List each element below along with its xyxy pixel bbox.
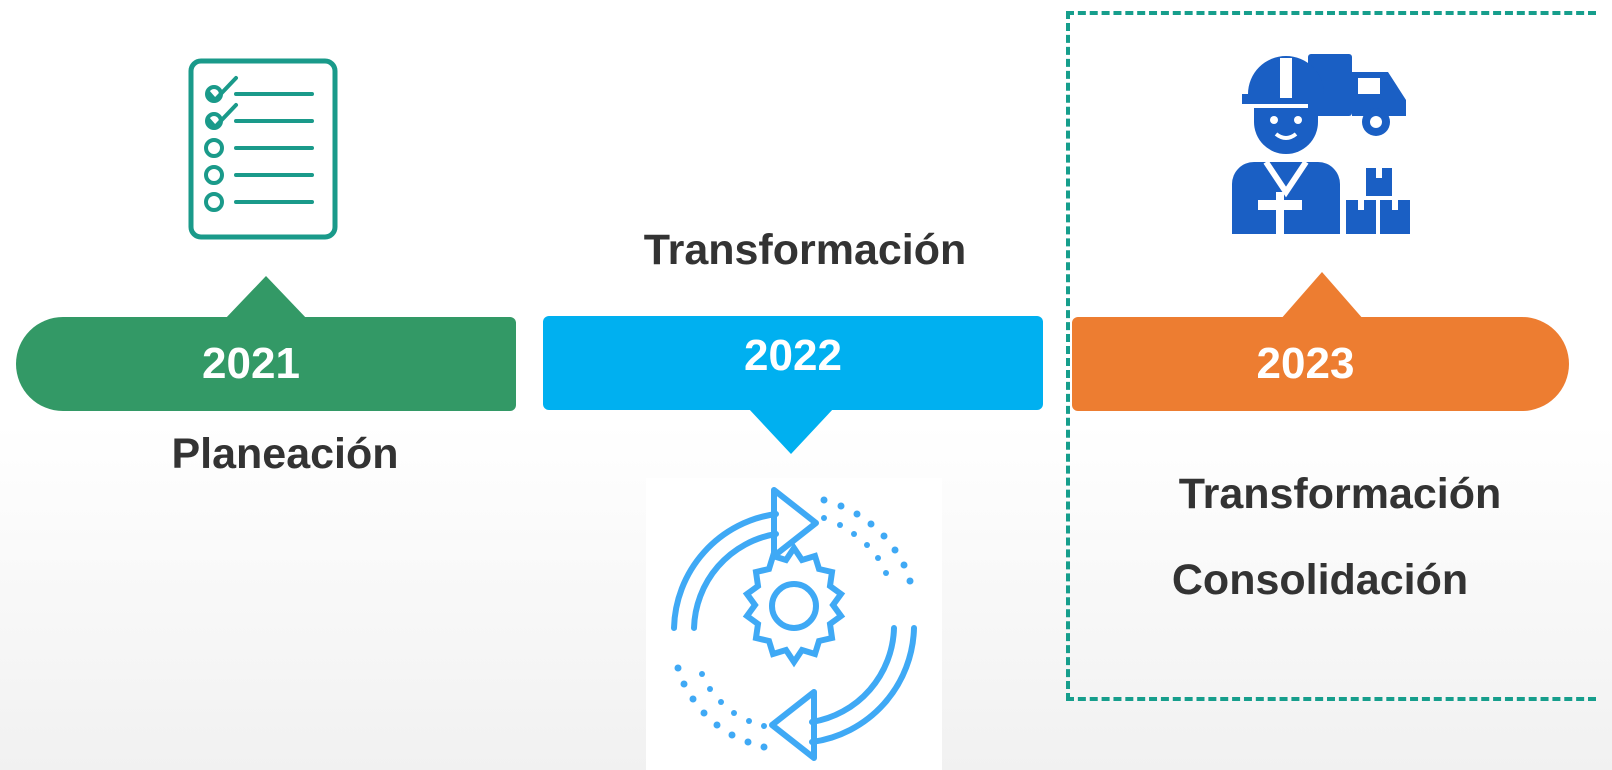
year-label-2022: 2022 xyxy=(744,331,842,380)
checklist-icon xyxy=(188,58,338,240)
pointer-2021 xyxy=(224,276,308,320)
year-bar-2022: 2022 xyxy=(543,316,1043,410)
year-label-2021: 2021 xyxy=(202,339,300,388)
pointer-2023 xyxy=(1280,272,1364,320)
year-bar-2021: 2021 xyxy=(16,317,516,411)
phase-label-2021: Planeación xyxy=(171,430,399,478)
delivery-worker-icon xyxy=(1232,54,1410,234)
pointer-2022 xyxy=(748,408,834,454)
phase-label-2022: Transformación xyxy=(643,226,967,274)
phase-label-2023-consolidacion: Consolidación xyxy=(1171,556,1469,604)
phase-label-2023-transformacion: Transformación xyxy=(1178,470,1502,518)
gear-cycle-icon xyxy=(646,478,942,770)
highlight-box-2023 xyxy=(1066,11,1596,701)
year-label-2023: 2023 xyxy=(1256,339,1355,388)
year-bar-2023: 2023 xyxy=(1072,317,1569,411)
